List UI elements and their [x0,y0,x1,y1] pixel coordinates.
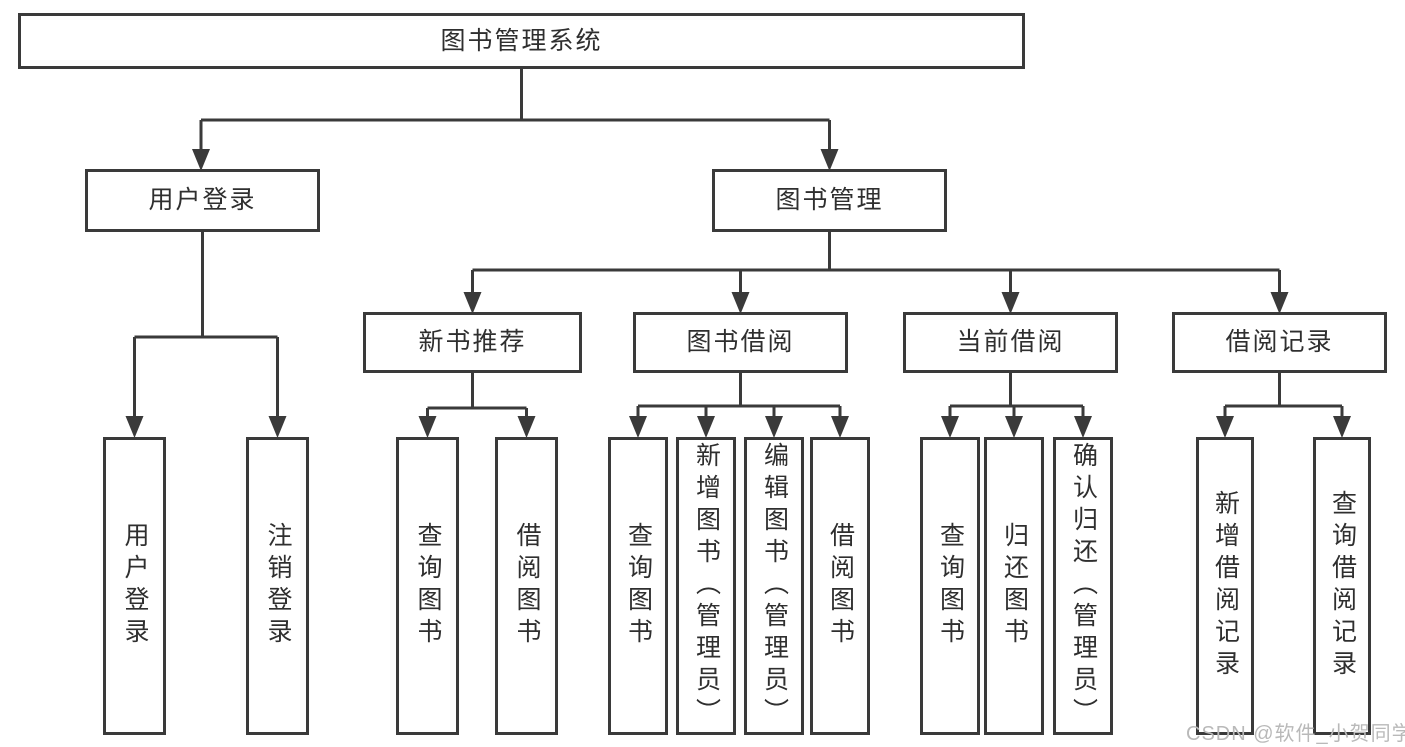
branch-book-management: 图书管理 [712,169,947,232]
leaf-query-books-current: 查询图书 [920,437,980,735]
leaf-query-books-borrow: 查询图书 [608,437,668,735]
leaf-confirm-return-admin: 确认归还（管理员） [1053,437,1113,735]
leaf-query-borrow-record-label: 查询借阅记录 [1328,490,1357,682]
leaf-borrow-books-recommend-label: 借阅图书 [513,522,541,650]
branch-user-login-label: 用户登录 [148,186,257,214]
category-new-book-recommend-label: 新书推荐 [418,328,527,356]
root-node: 图书管理系统 [18,13,1025,69]
leaf-user-login-label: 用户登录 [121,522,149,650]
leaf-user-login: 用户登录 [103,437,166,735]
category-current-borrow-label: 当前借阅 [956,328,1065,356]
leaf-edit-books-admin: 编辑图书（管理员） [744,437,804,735]
leaf-logout: 注销登录 [246,437,309,735]
category-book-borrow-label: 图书借阅 [686,328,795,356]
leaf-logout-label: 注销登录 [264,522,292,650]
leaf-confirm-return-admin-label: 确认归还（管理员） [1069,442,1098,730]
category-current-borrow: 当前借阅 [903,312,1118,373]
leaf-query-books-recommend: 查询图书 [396,437,459,735]
leaf-query-borrow-record: 查询借阅记录 [1313,437,1371,735]
leaf-add-books-admin: 新增图书（管理员） [676,437,736,735]
leaf-add-borrow-record: 新增借阅记录 [1196,437,1254,735]
leaf-borrow-books: 借阅图书 [810,437,870,735]
csdn-watermark: CSDN @软件_小贺同学 [1186,723,1405,745]
leaf-query-books-recommend-label: 查询图书 [414,522,442,650]
leaf-query-books-borrow-label: 查询图书 [624,522,653,650]
category-borrow-records: 借阅记录 [1172,312,1387,373]
leaf-return-books: 归还图书 [984,437,1044,735]
leaf-add-borrow-record-label: 新增借阅记录 [1211,490,1240,682]
leaf-add-books-admin-label: 新增图书（管理员） [692,442,721,730]
leaf-borrow-books-label: 借阅图书 [826,522,855,650]
category-borrow-records-label: 借阅记录 [1225,328,1334,356]
branch-user-login: 用户登录 [85,169,320,232]
branch-book-management-label: 图书管理 [775,186,884,214]
leaf-edit-books-admin-label: 编辑图书（管理员） [760,442,789,730]
leaf-query-books-current-label: 查询图书 [936,522,965,650]
leaf-return-books-label: 归还图书 [1000,522,1029,650]
category-new-book-recommend: 新书推荐 [363,312,582,373]
root-node-label: 图书管理系统 [440,26,603,55]
leaf-borrow-books-recommend: 借阅图书 [495,437,558,735]
category-book-borrow: 图书借阅 [633,312,848,373]
